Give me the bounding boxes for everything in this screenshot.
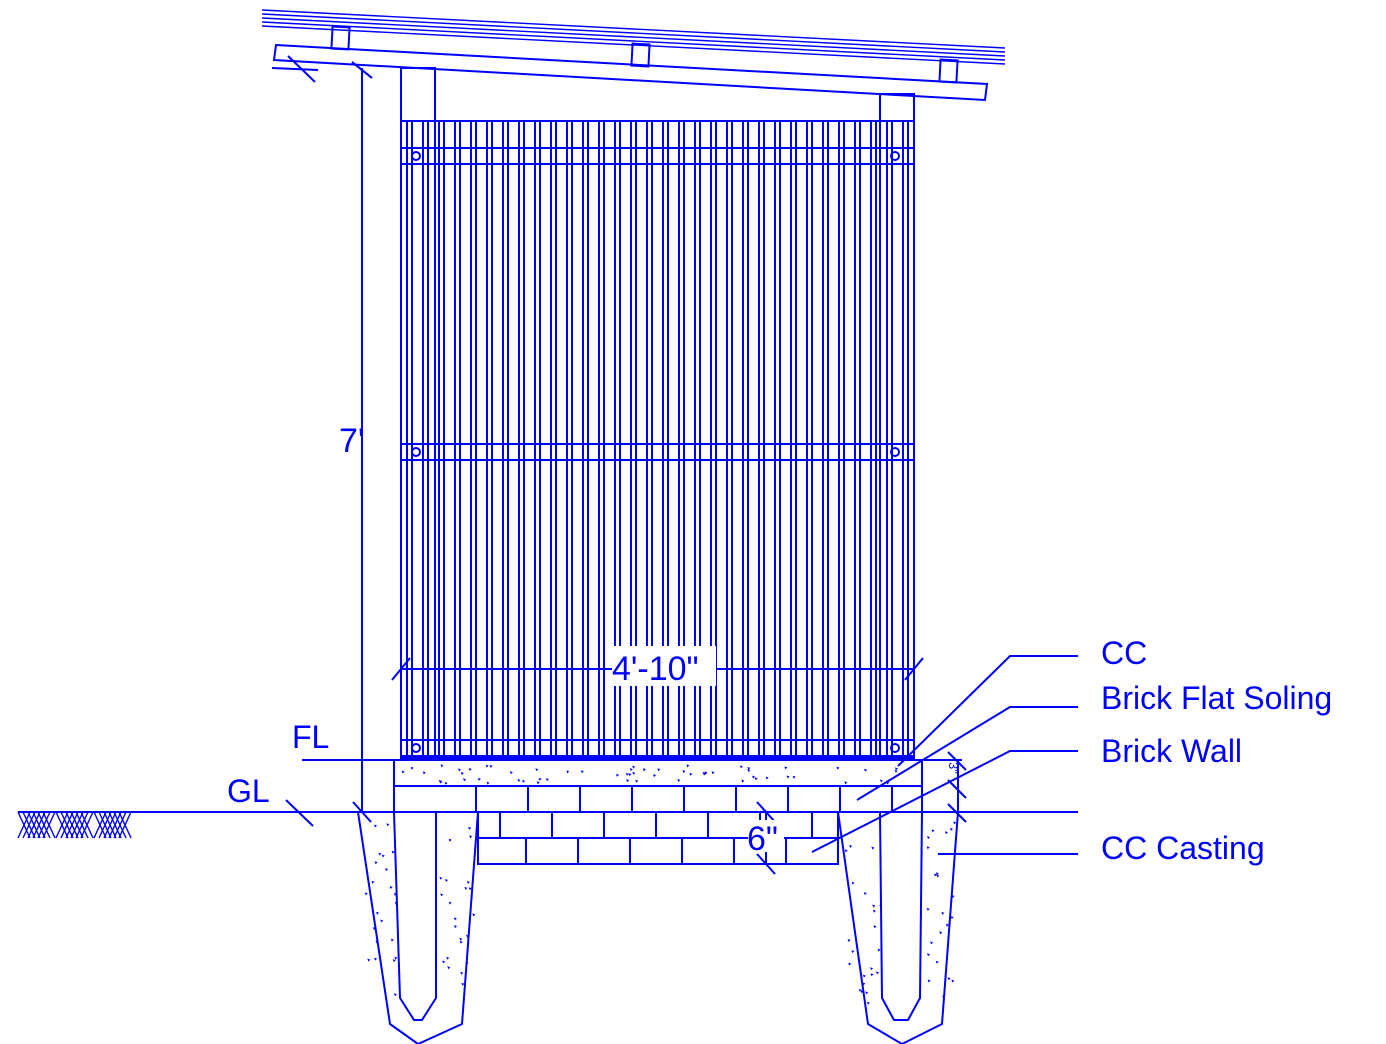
panel-bolts [411,151,900,753]
roof [261,9,1006,102]
brick-wall-label: Brick Wall [1101,733,1242,769]
foundation-depth-text: 6" [747,820,778,858]
foundation-depth-dimension: 6" [747,801,784,875]
brick-flat-soling [393,785,923,813]
slab-thickness-text: 3" [946,762,961,774]
slab-thickness-dimension: 3" [924,751,967,823]
callouts: CC Brick Flat Soling Brick Wall CC Casti… [811,635,1332,866]
cc-casting-left [356,786,480,1044]
roof-sheet [261,9,1006,65]
width-dimension: 4'-10" [391,646,924,688]
cc-label: CC [1101,635,1147,671]
brick-wall-leader [811,750,1078,853]
brick-flat-soling-label: Brick Flat Soling [1101,680,1332,716]
soil-hatch-icon [17,811,132,839]
height-dimension: 7' [339,61,373,823]
brick-flat-soling-leader [856,706,1078,801]
cc-casting-label: CC Casting [1101,830,1265,866]
height-dimension-text: 7' [339,422,364,460]
panel-rails [400,147,915,757]
gl-label: GL [227,773,270,809]
cc-leader [897,655,1078,767]
cc-casting-right [836,811,960,1044]
cc-specks [401,764,898,785]
cc-floor-slab [393,759,923,787]
fl-label: FL [292,719,329,755]
width-dimension-text: 4'-10" [612,650,699,688]
level-lines: FL GL [17,719,1078,839]
